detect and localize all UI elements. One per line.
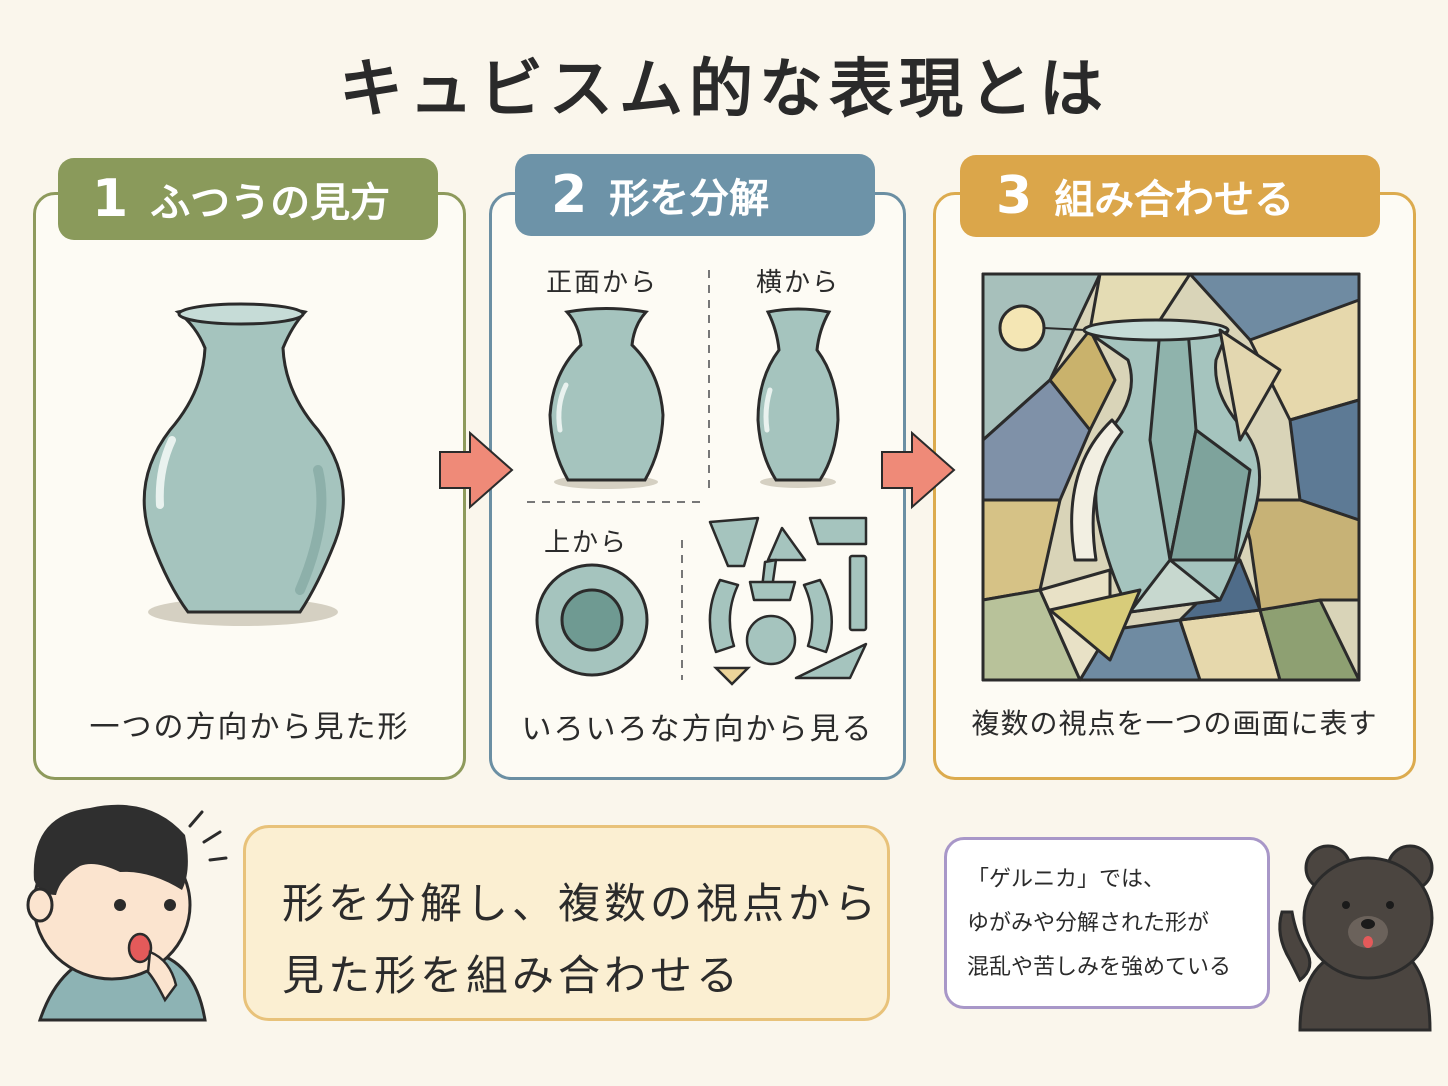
bear-speech-bubble: 「ゲルニカ」では、 ゆがみや分解された形が 混乱や苦しみを強めている	[944, 837, 1270, 1009]
step3-label: 組み合わせる	[1054, 177, 1295, 223]
vase-large-icon	[142, 302, 345, 626]
bear-note-line-1: 「ゲルニカ」では、	[967, 867, 1166, 892]
view-top-label: 上から	[544, 528, 629, 558]
vase-top-view-icon	[535, 563, 649, 677]
vase-fragments-icon	[708, 516, 868, 680]
step1-tab: 1 ふつうの見方	[58, 158, 438, 240]
step2-number: 2	[551, 165, 588, 225]
vase-front-icon	[548, 307, 665, 489]
step2-label: 形を分解	[609, 176, 770, 222]
step3-number: 3	[996, 166, 1033, 226]
cubist-painting-icon	[981, 272, 1361, 682]
bear-note-line-3: 混乱や苦しみを強めている	[967, 955, 1232, 980]
step1-label: ふつうの見方	[150, 180, 391, 226]
summary-box: 形を分解し、複数の視点から 見た形を組み合わせる	[243, 825, 890, 1021]
step1-caption: 一つの方向から見た形	[89, 710, 410, 745]
step2-tab: 2 形を分解	[515, 154, 875, 236]
step1-number: 1	[92, 169, 129, 229]
step3-tab: 3 組み合わせる	[960, 155, 1380, 237]
step2-caption: いろいろな方向から見る	[521, 712, 874, 747]
step2-panel	[489, 192, 906, 780]
arrow-2-icon	[881, 430, 956, 510]
view-side-label: 横から	[756, 268, 841, 298]
bear-illustration	[1278, 844, 1434, 1032]
summary-line-1: 形を分解し、複数の視点から	[282, 879, 881, 928]
step3-caption: 複数の視点を一つの画面に表す	[971, 707, 1378, 740]
bear-note-line-2: ゆがみや分解された形が	[967, 911, 1210, 936]
vase-side-icon	[756, 307, 840, 488]
page-title: キュビスム的な表現とは	[339, 53, 1109, 127]
boy-illustration	[26, 804, 228, 1022]
arrow-1-icon	[439, 430, 514, 510]
summary-line-2: 見た形を組み合わせる	[282, 951, 743, 1000]
view-front-label: 正面から	[546, 268, 659, 298]
